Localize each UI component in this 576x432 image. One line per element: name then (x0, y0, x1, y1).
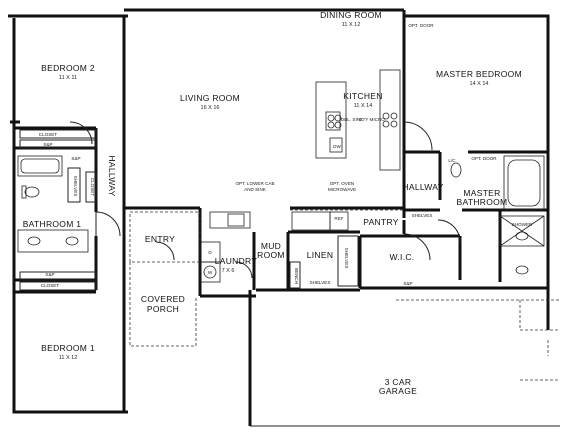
dbl-sink-label: DBL. SINK (341, 117, 364, 122)
garage-line1: 3 CAR (385, 377, 412, 387)
master-bedroom-dim: 14 X 14 (470, 81, 489, 87)
dining-room-label: DINING ROOM (320, 10, 382, 20)
dw-label: DW (333, 144, 341, 149)
hallway-left-label: HALLWAY (107, 155, 117, 196)
closet-hall-label: CLOSET (90, 178, 95, 197)
doors (69, 121, 461, 279)
dryer-label: D (208, 250, 212, 255)
opt-door-bath-label: OPT. DOOR (471, 156, 497, 161)
closet-bottom-label: CLOSET (41, 283, 60, 288)
overhead-lines (129, 209, 560, 381)
bench-label: BENCH (294, 268, 299, 284)
pantry-label: PANTRY (363, 217, 399, 227)
shelves-mud-label: SHELVES (310, 280, 331, 285)
dining-room-dim: 11 X 12 (342, 22, 361, 28)
covered-porch-line1: COVERED (141, 294, 185, 304)
interior-details (17, 69, 560, 427)
laundry-dim: 7 X 6 (222, 268, 235, 274)
hallway-right-label: HALLWAY (402, 182, 443, 192)
laundry-label: LAUNDRY (215, 256, 258, 266)
bathroom1-label: BATHROOM 1 (23, 219, 82, 229)
bedroom2-dim: 11 X 11 (59, 75, 77, 81)
master-bedroom-label: MASTER BEDROOM (436, 69, 522, 79)
opt-oven-line1: OPT. OVEN (330, 181, 355, 186)
washer-label: W (208, 270, 213, 275)
shower-label: SHOWER (512, 222, 533, 227)
ref-label: REF (334, 216, 343, 221)
shelves-bath-label: SHELVES (73, 176, 78, 197)
master-bathroom-line1: MASTER (463, 188, 500, 198)
shelves-linen-label: SHELVES (344, 248, 349, 269)
lc-label: L/C (448, 158, 456, 163)
covered-porch-line2: PORCH (147, 304, 179, 314)
mud-room-line1: MUD (261, 241, 281, 251)
entry-label: ENTRY (145, 234, 175, 244)
shelves-master-label: SHELVES (412, 213, 433, 218)
sp-closet-top: S&P (43, 142, 52, 147)
bedroom1-dim: 11 X 12 (59, 355, 78, 361)
opt-lower-cab-line2: AND SINK (244, 187, 267, 192)
garage-line2: GARAGE (379, 386, 417, 396)
opt-door-master-label: OPT. DOOR (408, 23, 434, 28)
kitchen-label: KITCHEN (343, 91, 382, 101)
sp-wic-label: S&P (403, 281, 412, 286)
opt-oven-line2: MICROWAVE (328, 187, 356, 192)
opt-lower-cab-line1: OPT. LOWER CAB (235, 181, 274, 186)
mud-room-line2: ROOM (257, 250, 285, 260)
master-bathroom-line2: BATHROOM (457, 197, 508, 207)
bedroom1-label: BEDROOM 1 (41, 343, 95, 353)
closet-top-label: CLOSET (39, 132, 58, 137)
living-room-label: LIVING ROOM (180, 93, 240, 103)
kitchen-dim: 11 X 14 (354, 103, 373, 109)
living-room-dim: 16 X 16 (201, 105, 220, 111)
linen-label: LINEN (307, 250, 334, 260)
sp-bath-label: S&P (71, 156, 80, 161)
wic-label: W.I.C. (390, 252, 415, 262)
sp-closet-bottom: S&P (45, 272, 54, 277)
cty-micro-label: CTY MICRO (359, 117, 385, 122)
bedroom2-label: BEDROOM 2 (41, 63, 95, 73)
